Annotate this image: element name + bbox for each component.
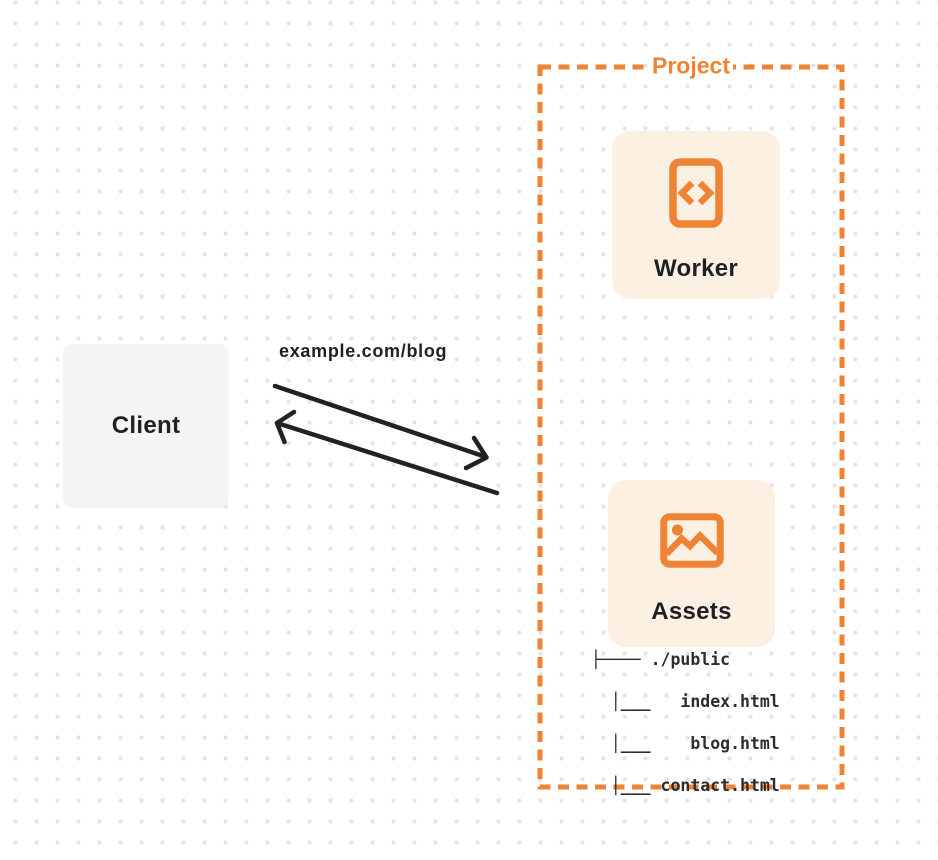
worker-card: Worker xyxy=(612,131,780,299)
client-node: Client xyxy=(63,344,229,508)
response-arrow xyxy=(274,409,500,496)
file-tree: ├──── ./public │___ index.html │___ blog… xyxy=(591,649,780,817)
image-icon xyxy=(659,513,724,568)
assets-label: Assets xyxy=(651,598,732,625)
assets-card: Assets xyxy=(608,480,775,647)
request-arrow xyxy=(272,383,489,471)
worker-label: Worker xyxy=(653,255,739,282)
client-label: Client xyxy=(111,412,181,439)
file-tree-root: ├──── ./public xyxy=(591,650,731,669)
file-tree-item-contact: │___ contact.html xyxy=(591,776,780,795)
file-tree-item-blog: │___ blog.html xyxy=(591,734,780,753)
code-document-icon xyxy=(669,158,723,228)
project-title: Project xyxy=(649,52,733,80)
request-url-label: example.com/blog xyxy=(279,341,448,361)
file-tree-item-index: │___ index.html xyxy=(591,692,780,711)
